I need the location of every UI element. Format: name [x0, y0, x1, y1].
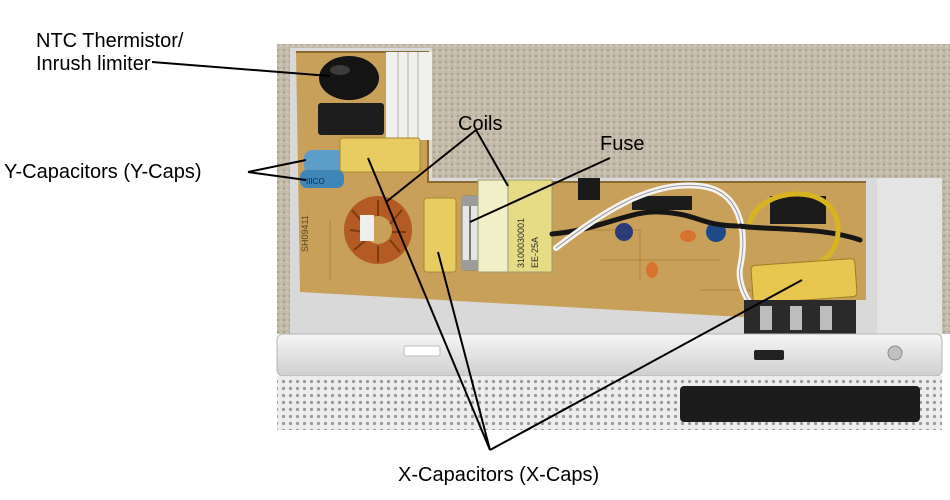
wires — [549, 182, 863, 309]
x-cap-left — [423, 197, 457, 273]
svg-text:IIICO: IIICO — [306, 177, 325, 186]
heatsink — [386, 52, 432, 140]
ntc-label-line1: NTC Thermistor/ — [36, 30, 184, 52]
x-capacitors-label: X-Capacitors (X-Caps) — [398, 464, 600, 486]
coil-code-2: EE-25A — [530, 237, 540, 268]
side-code-marking: SH09411 — [300, 215, 310, 252]
x-cap-right — [750, 258, 858, 304]
ntc-thermistor — [319, 56, 379, 100]
ntc-label-line2: Inrush limiter — [36, 53, 151, 75]
common-mode-coils: 3100030001 EE-25A — [477, 179, 553, 273]
small-components — [578, 178, 826, 278]
toroid-coil — [344, 196, 412, 264]
front-plate — [276, 333, 943, 430]
bridge-rectifier — [318, 103, 384, 135]
y-capacitors: IIICO — [300, 150, 346, 188]
fuse-label: Fuse — [600, 133, 645, 155]
fuse — [461, 195, 479, 271]
y-capacitors-label: Y-Capacitors (Y-Caps) — [4, 161, 202, 183]
ntc-thermistor-label: NTC Thermistor/ Inrush limiter — [36, 30, 183, 76]
coils-label: Coils — [458, 113, 503, 135]
x-cap-top — [339, 137, 421, 173]
annotation-lines — [151, 61, 803, 451]
coil-code-1: 3100030001 — [516, 218, 526, 268]
